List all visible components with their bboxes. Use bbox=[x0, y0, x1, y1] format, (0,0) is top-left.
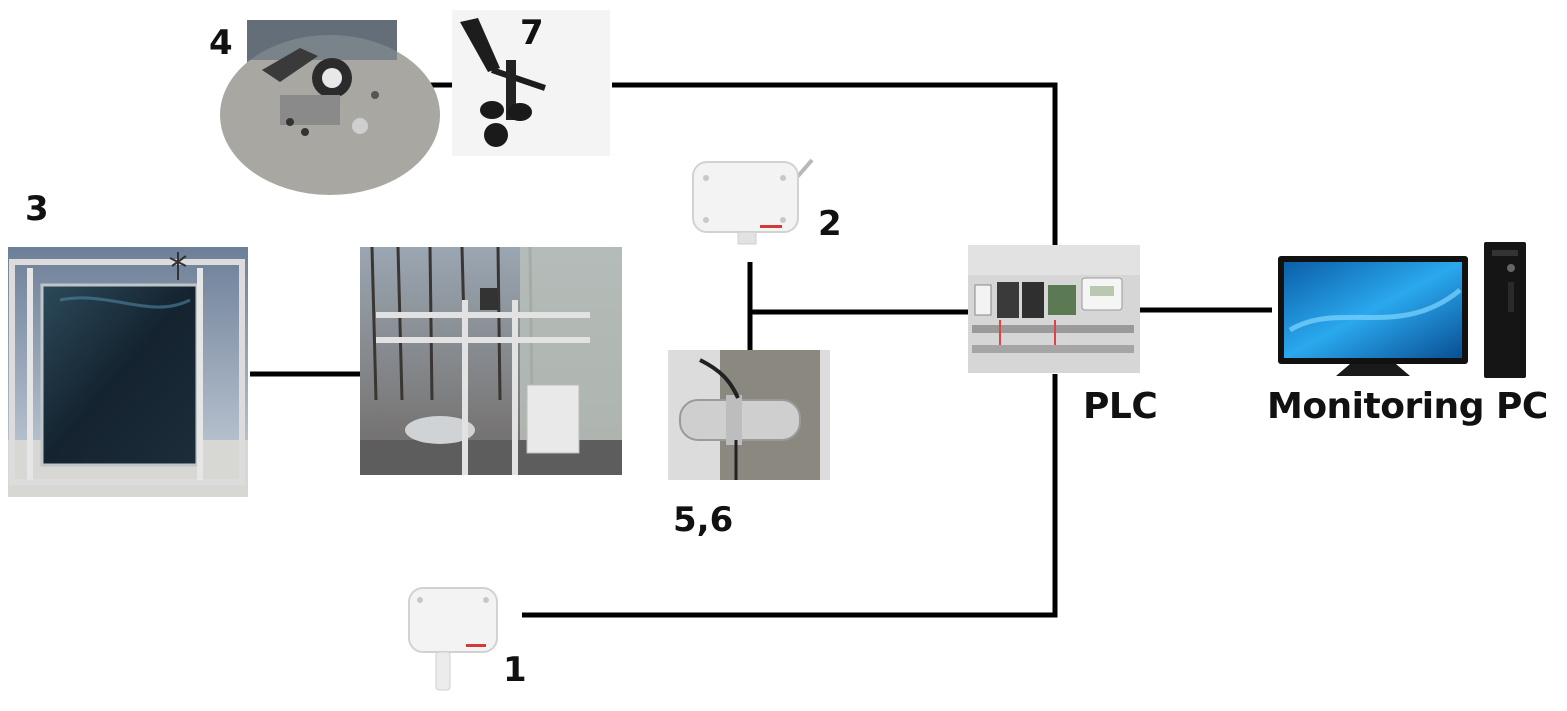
plc-cabinet-photo bbox=[968, 245, 1140, 373]
monitor-photo bbox=[1278, 256, 1468, 376]
wind-vane-anemometer-photo bbox=[452, 10, 610, 156]
connection-lines bbox=[250, 82, 1272, 618]
duct-sensor-photo bbox=[668, 350, 830, 480]
label-5-6: 5,6 bbox=[673, 500, 734, 540]
test-rig-photo bbox=[360, 246, 622, 475]
humidity-sensor-2-photo bbox=[692, 158, 814, 245]
line-windvane-plc bbox=[612, 82, 1058, 245]
label-2: 2 bbox=[818, 204, 842, 244]
pyranometer-photo bbox=[220, 20, 440, 195]
label-3: 3 bbox=[25, 189, 49, 229]
humidity-sensor-1-photo bbox=[408, 587, 498, 691]
line-plc-sensor1 bbox=[522, 374, 1058, 618]
solar-panel-photo bbox=[8, 247, 248, 497]
label-7: 7 bbox=[520, 13, 544, 53]
label-1: 1 bbox=[503, 650, 527, 690]
label-monitoring-pc: Monitoring PC bbox=[1267, 386, 1548, 427]
pc-tower-photo bbox=[1484, 242, 1526, 378]
label-4: 4 bbox=[209, 23, 233, 63]
label-plc: PLC bbox=[1083, 386, 1158, 427]
